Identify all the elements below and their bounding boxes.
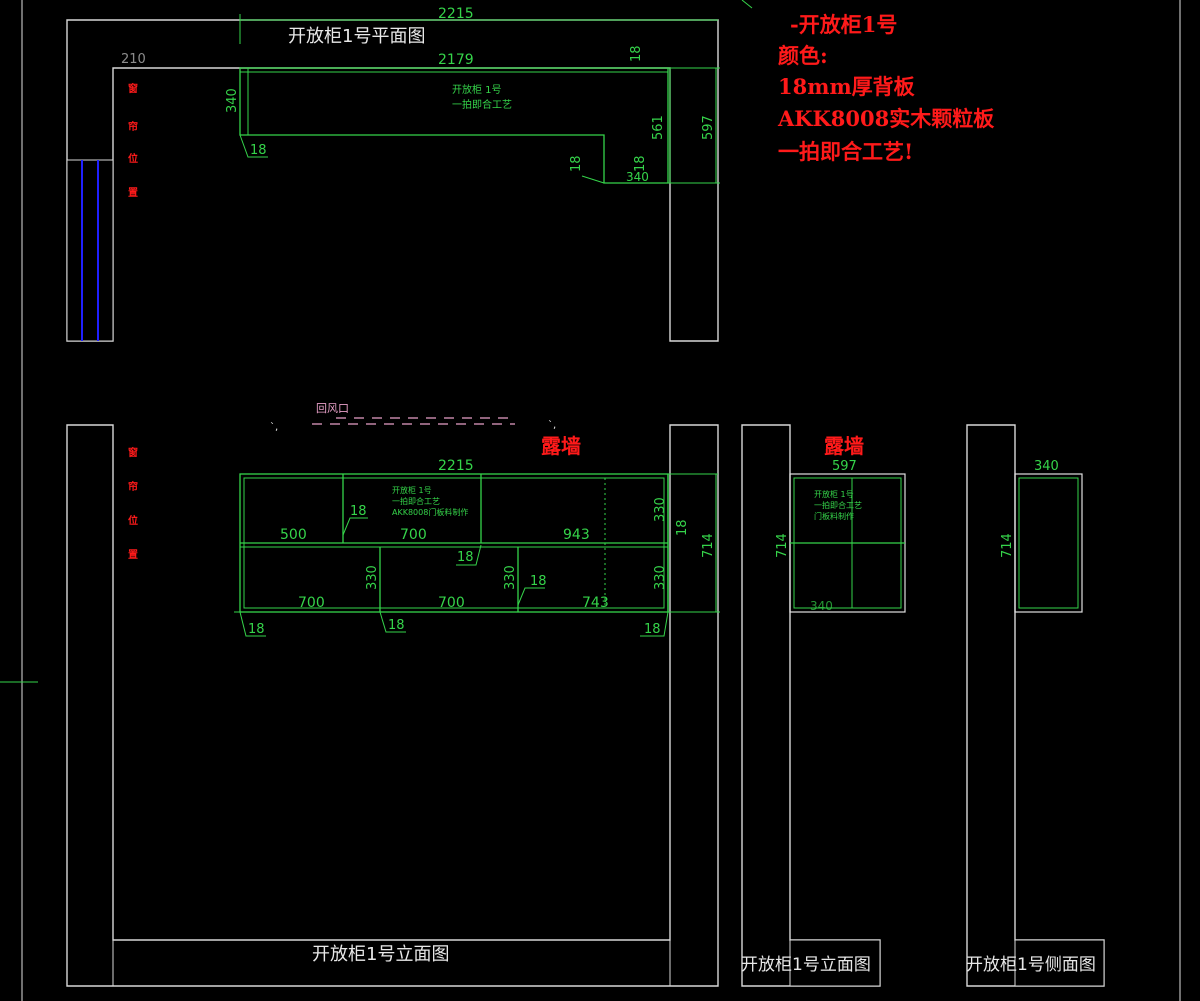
dim-front2-714: 714 (775, 533, 790, 558)
exposed-wall-label-1: 露墙 (541, 434, 581, 458)
exposed-wall-label-2: 露墙 (824, 434, 864, 458)
dim-front-overall: 2215 (438, 458, 474, 474)
dim-front-330a: 330 (653, 497, 668, 522)
note-line5: 一拍即合工艺! (778, 139, 913, 164)
front-cabinet (234, 473, 720, 613)
dim-front-18g: 18 (644, 622, 661, 637)
svg-text:帘: 帘 (128, 120, 138, 133)
dim-front-943: 943 (563, 527, 590, 543)
dim-front-330d: 330 (653, 565, 668, 590)
curtain-label-plan: 窗 帘 位 置 (128, 82, 138, 199)
dim-plan-inner: 2179 (438, 52, 474, 68)
svg-text:窗: 窗 (128, 82, 138, 95)
dim-side-714: 714 (1000, 533, 1015, 558)
svg-text:帘: 帘 (128, 480, 138, 493)
dim-plan-18d: 18 (633, 155, 648, 172)
front2-block-line3: 门板料制作 (814, 511, 854, 521)
front-block-line3: AKK8008门板料制作 (392, 507, 468, 517)
plan-view: 开放柜1号平面图 2215 210 2179 开放柜 1号 一拍即合工艺 340… (66, 6, 720, 342)
svg-text:位: 位 (128, 514, 138, 527)
dim-front-18c: 18 (457, 550, 474, 565)
front-title: 开放柜1号立面图 (312, 944, 449, 965)
dim-front-500: 500 (280, 527, 307, 543)
plan-title: 开放柜1号平面图 (288, 26, 425, 47)
note-line2: 颜色: (778, 43, 828, 68)
side-wall (966, 424, 1105, 987)
dim-front-18f: 18 (388, 618, 405, 633)
dim-front-18d: 18 (530, 574, 547, 589)
dim-front-330c: 330 (503, 565, 518, 590)
dim-front-18a: 18 (350, 504, 367, 519)
dim-plan-18b: 18 (629, 45, 644, 62)
curtain-label-front: 窗 帘 位 置 (128, 446, 138, 561)
notes-block: -开放柜1号 颜色: 18mm厚背板 AKK8008实木颗粒板 一拍即合工艺! (777, 12, 995, 164)
front-block-line1: 开放柜 1号 (392, 485, 432, 495)
dim-plan-597: 597 (701, 115, 716, 140)
svg-text:位: 位 (128, 152, 138, 165)
front-elevation: 开放柜1号立面图 回风口 `, `, 露墙 窗 帘 位 置 (66, 402, 720, 987)
dim-front-700b: 700 (298, 595, 325, 611)
note-line3: 18mm厚背板 (778, 74, 916, 99)
dim-front-18e: 18 (248, 622, 265, 637)
svg-text:置: 置 (128, 549, 138, 561)
dim-front2-597: 597 (832, 459, 857, 474)
note-line1: -开放柜1号 (790, 12, 897, 37)
plan-block-line1: 开放柜 1号 (452, 83, 502, 96)
dim-plan-left: 210 (121, 52, 146, 67)
dim-front2-340: 340 (810, 599, 833, 613)
note-line4: AKK8008实木颗粒板 (777, 106, 995, 131)
front2-block-line1: 开放柜 1号 (814, 489, 854, 499)
front-block-line2: 一拍即合工艺 (392, 496, 440, 506)
dim-front-700a: 700 (400, 527, 427, 543)
plan-block-line2: 一拍即合工艺 (452, 98, 512, 111)
dim-front-700c: 700 (438, 595, 465, 611)
dim-plan-340b: 340 (626, 170, 649, 184)
dim-plan-overall: 2215 (438, 6, 474, 22)
svg-text:置: 置 (128, 187, 138, 199)
svg-text:窗: 窗 (128, 446, 138, 459)
dim-plan-18a: 18 (250, 143, 267, 158)
dim-plan-depth: 340 (225, 88, 240, 113)
side-view: 开放柜1号侧面图 340 714 (966, 424, 1105, 987)
dim-front-743: 743 (582, 595, 609, 611)
svg-text:`,: `, (270, 421, 278, 433)
dim-front-714: 714 (701, 533, 716, 558)
return-air-label: 回风口 (316, 402, 349, 415)
dim-front-330b: 330 (365, 565, 380, 590)
svg-text:`,: `, (548, 419, 556, 431)
side-title: 开放柜1号侧面图 (966, 955, 1096, 975)
dim-side-340: 340 (1034, 459, 1059, 474)
front2-title: 开放柜1号立面图 (741, 955, 871, 975)
dim-plan-18c: 18 (569, 155, 584, 172)
dim-plan-561: 561 (651, 115, 666, 140)
dim-front-18b: 18 (675, 519, 690, 536)
front2-block-line2: 一拍即合工艺 (814, 500, 862, 510)
front-elevation-2: 开放柜1号立面图 露墙 597 开放柜 1号 一拍即合工艺 门板料制作 714 … (741, 424, 906, 987)
plan-window (66, 159, 114, 342)
